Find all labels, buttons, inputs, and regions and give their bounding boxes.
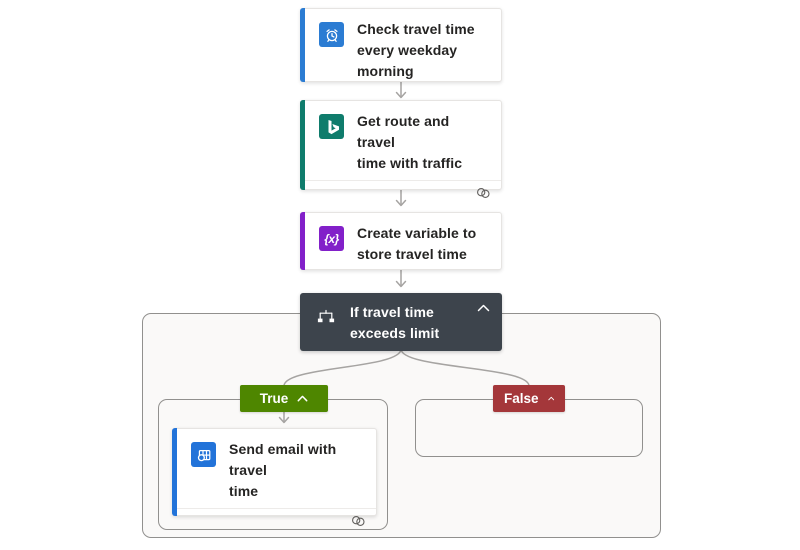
- alarm-clock-icon: [319, 22, 344, 47]
- condition-card[interactable]: If travel time exceeds limit: [300, 293, 502, 351]
- card-accent-bar: [300, 100, 305, 190]
- branch-condition-icon: [316, 309, 336, 330]
- card-title: If travel time exceeds limit: [350, 304, 440, 341]
- card-footer: [301, 180, 501, 204]
- create-variable-card[interactable]: {x} Create variable to store travel time: [300, 212, 502, 270]
- connections-icon[interactable]: [476, 187, 491, 199]
- variable-icon: {x}: [319, 226, 344, 251]
- false-branch-badge[interactable]: False: [493, 385, 565, 412]
- true-branch-label: True: [259, 391, 289, 406]
- card-title: Check travel time every weekday morning: [357, 21, 475, 79]
- get-route-card[interactable]: Get route and travel time with traffic: [300, 100, 502, 198]
- chevron-up-icon[interactable]: [547, 395, 554, 402]
- recurrence-card[interactable]: Check travel time every weekday morning: [300, 8, 502, 82]
- chevron-up-icon[interactable]: [475, 302, 492, 314]
- card-title: Create variable to store travel time: [357, 225, 477, 262]
- chevron-up-icon[interactable]: [297, 395, 308, 402]
- send-email-card[interactable]: Send email with travel time: [172, 428, 377, 526]
- true-branch-badge[interactable]: True: [240, 385, 328, 412]
- arrow-down-icon: [395, 91, 407, 99]
- arrow-down-icon: [395, 280, 407, 288]
- card-accent-bar: [300, 8, 305, 82]
- false-branch-label: False: [504, 391, 539, 406]
- card-title: Send email with travel time: [229, 441, 337, 499]
- variable-glyph: {x}: [324, 231, 339, 246]
- connections-icon[interactable]: [351, 515, 366, 527]
- bing-icon: [319, 114, 344, 139]
- card-footer: [173, 508, 376, 532]
- card-accent-bar: [172, 428, 177, 516]
- card-accent-bar: [300, 212, 305, 270]
- card-title: Get route and travel time with traffic: [357, 113, 463, 171]
- outlook-icon: [191, 442, 216, 467]
